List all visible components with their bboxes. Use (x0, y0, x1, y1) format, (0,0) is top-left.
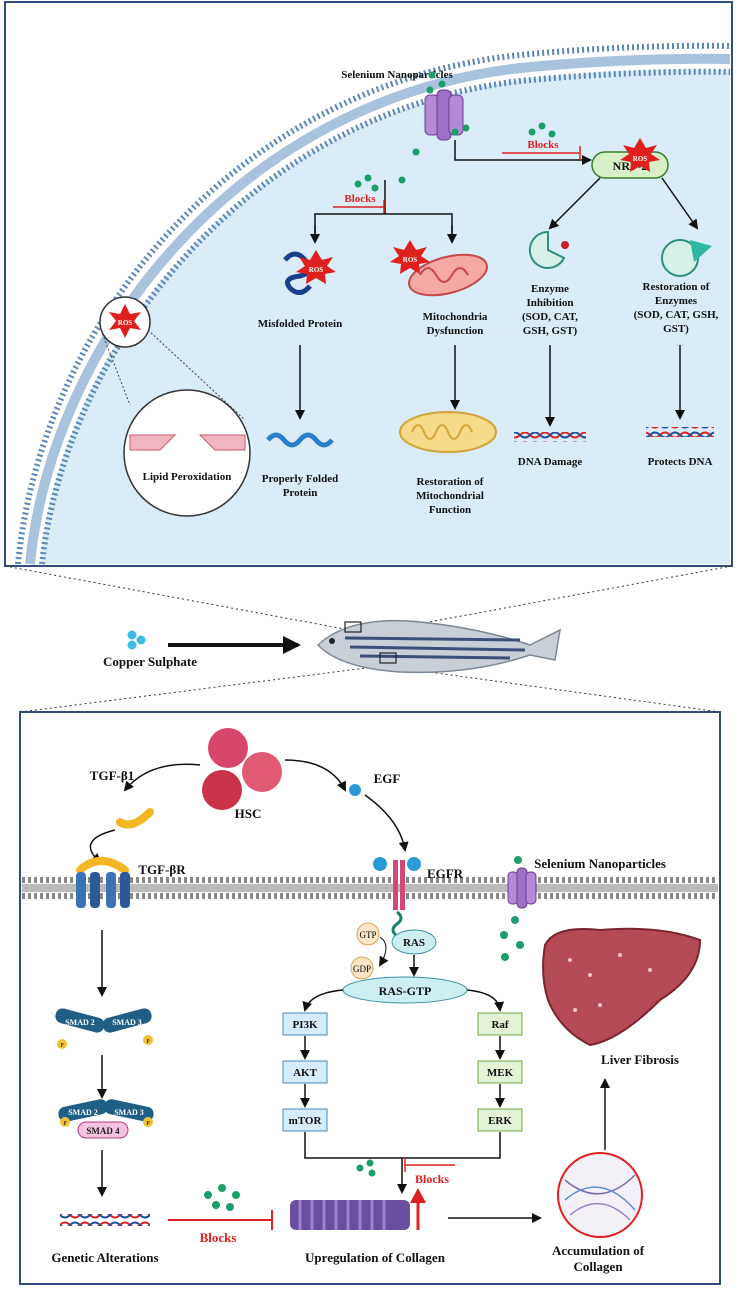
svg-text:EGF: EGF (374, 771, 401, 786)
liver-fibrosis: Liver Fibrosis (542, 927, 702, 1067)
svg-text:Accumulation of: Accumulation of (552, 1243, 645, 1258)
copper-sulphate: Copper Sulphate (103, 630, 197, 669)
selenium-channel-bottom: Selenium Nanoparticles (500, 856, 666, 961)
svg-text:AKT: AKT (293, 1067, 318, 1079)
svg-text:P: P (63, 1121, 67, 1127)
svg-text:Function: Function (429, 504, 471, 516)
svg-text:Protects DNA: Protects DNA (648, 456, 713, 468)
svg-text:TGF-β1: TGF-β1 (90, 768, 134, 783)
lipid-peroxidation-label: Lipid Peroxidation (143, 471, 232, 483)
pi3k-pathway: PI3K AKT mTOR (282, 1012, 328, 1132)
svg-text:Blocks: Blocks (527, 139, 559, 151)
properly-folded-protein: Properly Folded Protein (262, 432, 338, 499)
svg-text:ROS: ROS (118, 319, 133, 327)
blocks-indicator-genetic: Blocks (168, 1184, 273, 1245)
svg-text:SMAD 3: SMAD 3 (112, 1018, 142, 1027)
svg-text:Enzyme: Enzyme (531, 283, 569, 295)
svg-text:Blocks: Blocks (200, 1230, 237, 1245)
svg-text:SMAD 2: SMAD 2 (68, 1108, 98, 1117)
svg-text:HSC: HSC (235, 806, 262, 821)
svg-text:ROS: ROS (403, 256, 418, 264)
enzyme-inhibition: Enzyme Inhibition (SOD, CAT, GSH, GST) (522, 230, 578, 337)
svg-text:ERK: ERK (488, 1115, 512, 1127)
bottom-membrane (22, 877, 718, 899)
svg-text:Raf: Raf (491, 1019, 508, 1031)
svg-text:Protein: Protein (283, 487, 318, 499)
svg-text:Restoration of: Restoration of (417, 476, 484, 488)
svg-text:P: P (146, 1039, 150, 1045)
middle-section: Copper Sulphate (4, 565, 733, 713)
blocks-indicator-top-right: Blocks (502, 122, 581, 160)
svg-text:Dysfunction: Dysfunction (427, 325, 484, 337)
svg-text:Mitochondrial: Mitochondrial (416, 490, 484, 502)
svg-text:DNA Damage: DNA Damage (518, 456, 583, 468)
svg-text:Blocks: Blocks (344, 193, 376, 205)
svg-text:RAS-GTP: RAS-GTP (379, 984, 432, 998)
selenium-channel-top: Selenium Nanoparticles (341, 69, 470, 184)
svg-text:SMAD 4: SMAD 4 (86, 1126, 120, 1136)
nrf2-node: NRF-2 ROS (591, 138, 669, 179)
svg-text:Properly Folded: Properly Folded (262, 473, 338, 485)
svg-text:PI3K: PI3K (292, 1019, 318, 1031)
svg-text:MEK: MEK (487, 1067, 514, 1079)
svg-text:TGF-βR: TGF-βR (138, 862, 186, 877)
svg-text:Selenium Nanoparticles: Selenium Nanoparticles (534, 856, 666, 871)
smad-complex-1: SMAD 2 SMAD 3 P P (55, 1008, 153, 1049)
svg-text:GTP: GTP (359, 930, 376, 940)
svg-text:EGFR: EGFR (427, 866, 464, 881)
svg-text:Collagen: Collagen (573, 1259, 623, 1274)
egfr: EGFR (373, 857, 464, 910)
svg-text:P: P (60, 1043, 64, 1049)
svg-text:SMAD 3: SMAD 3 (114, 1108, 144, 1117)
ros-membrane-callout: ROS Lipid Peroxidation (99, 296, 251, 517)
svg-text:(SOD, CAT, GSH,: (SOD, CAT, GSH, (634, 309, 719, 321)
svg-text:GDP: GDP (353, 964, 371, 974)
svg-text:Mitochondria: Mitochondria (423, 311, 488, 323)
ras-gtp-node: RAS-GTP (342, 976, 468, 1004)
svg-text:GST): GST) (663, 323, 689, 335)
dna-damage: DNA Damage (514, 432, 586, 468)
smad-complex-2: SMAD 2 SMAD 3 SMAD 4 P P (58, 1099, 154, 1139)
protects-dna: Protects DNA (646, 427, 714, 468)
restoration-enzymes: Restoration of Enzymes (SOD, CAT, GSH, G… (634, 239, 719, 335)
egf: EGF (349, 771, 400, 796)
blocks-indicator-erk: Blocks (356, 1158, 455, 1230)
svg-text:Blocks: Blocks (415, 1172, 449, 1186)
svg-text:P: P (146, 1121, 150, 1127)
svg-text:Copper Sulphate: Copper Sulphate (103, 654, 197, 669)
svg-text:Genetic Alterations: Genetic Alterations (51, 1250, 158, 1265)
restored-mitochondria: Restoration of Mitochondrial Function (399, 411, 497, 516)
svg-text:Liver Fibrosis: Liver Fibrosis (601, 1052, 679, 1067)
tgf-br: TGF-βR (76, 857, 186, 908)
svg-text:Selenium Nanoparticles: Selenium Nanoparticles (341, 69, 453, 81)
blocks-indicator-top-middle: Blocks (333, 174, 385, 214)
tgf-b1: TGF-β1 (90, 768, 154, 829)
collagen-fiber: Upregulation of Collagen (290, 1200, 446, 1265)
svg-text:Inhibition: Inhibition (526, 297, 573, 309)
svg-text:SMAD 2: SMAD 2 (65, 1018, 95, 1027)
misfolded-protein: ROS Misfolded Protein (258, 250, 342, 330)
svg-text:ROS: ROS (633, 155, 648, 163)
genetic-alterations: Genetic Alterations (51, 1214, 159, 1265)
cell-membrane (15, 42, 731, 565)
top-panel: ROS Lipid Peroxidation Selenium Nanopart… (4, 1, 733, 567)
svg-text:GSH, GST): GSH, GST) (523, 325, 578, 337)
svg-text:Upregulation of Collagen: Upregulation of Collagen (305, 1250, 446, 1265)
hsc-cells: HSC (202, 728, 282, 821)
mapk-pathway: Raf MEK ERK (477, 1012, 523, 1132)
bottom-panel: HSC TGF-β1 TGF-βR SMAD 2 SMAD 3 P (19, 711, 721, 1285)
gtp-gdp: GTP GDP (350, 922, 389, 980)
zebrafish (316, 619, 561, 674)
ras-node: RAS (391, 929, 437, 955)
svg-text:RAS: RAS (403, 937, 425, 949)
svg-text:ROS: ROS (309, 266, 324, 274)
collagen-accumulation: Accumulation of Collagen (552, 1152, 645, 1274)
svg-text:Restoration of: Restoration of (643, 281, 710, 293)
svg-text:Misfolded Protein: Misfolded Protein (258, 318, 342, 330)
mitochondria-dysfunction: ROS Mitochondria Dysfunction (390, 240, 488, 337)
svg-text:mTOR: mTOR (289, 1115, 323, 1127)
svg-text:(SOD, CAT,: (SOD, CAT, (522, 311, 578, 323)
svg-text:Enzymes: Enzymes (655, 295, 698, 307)
